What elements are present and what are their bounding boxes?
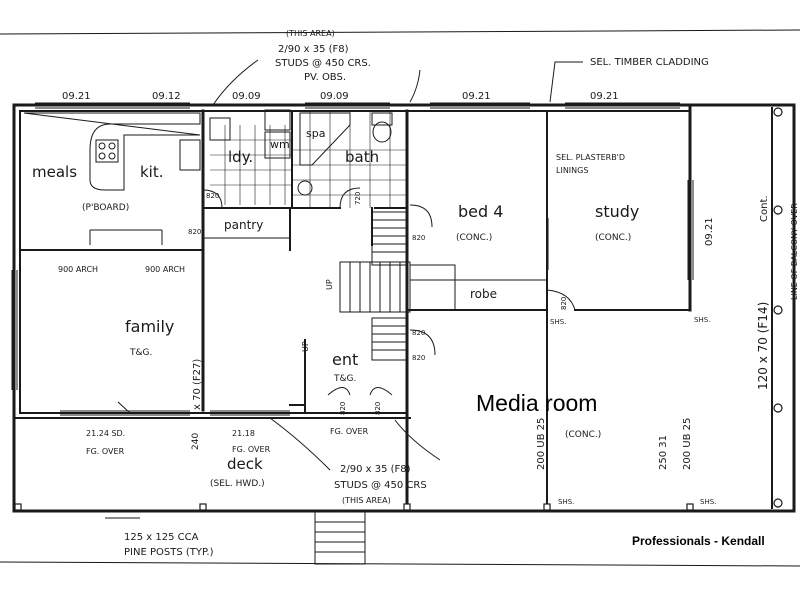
dim-fg2: FG. OVER	[232, 445, 271, 454]
dim-w2: 09.12	[152, 91, 181, 102]
note-bottom-crs: STUDS @ 450 CRS	[334, 480, 427, 491]
label-garage-floor: (CONC.)	[565, 430, 601, 440]
bathroom-tiles	[292, 111, 407, 208]
note-posts-2: PINE POSTS (TYP.)	[124, 547, 214, 558]
dim-d18: 21.18	[232, 429, 255, 438]
interior-walls	[19, 109, 691, 510]
outer-walls	[12, 103, 796, 513]
laundry-tiles	[210, 125, 292, 205]
note-bottom-studs: 2/90 x 35 (F8)	[340, 464, 411, 475]
dim-shs2: SHS.	[694, 316, 710, 324]
paper-edges	[0, 29, 800, 567]
dim-arch1: 900 ARCH	[58, 265, 98, 274]
note-lining-1: SEL. PLASTERB'D	[556, 153, 625, 162]
door-swings	[202, 187, 576, 396]
dim-s3: 720	[354, 192, 362, 205]
dim-w5: 09.21	[462, 91, 491, 102]
dim-fg3: FG. OVER	[330, 427, 369, 436]
dim-w6: 09.21	[590, 91, 619, 102]
dim-s9: 820	[374, 402, 382, 415]
note-top-area: (THIS AREA)	[286, 29, 335, 38]
label-study: study	[595, 202, 639, 221]
dim-balcony: LINE OF BALCONY OVER	[790, 203, 799, 300]
dimension-labels: 09.21 09.12 09.09 09.09 09.21 09.21 09.2…	[58, 91, 799, 506]
dim-beam1: x 70 (F27)	[192, 359, 203, 410]
leader-lines	[105, 59, 583, 519]
dim-fg1: FG. OVER	[86, 447, 125, 456]
dim-240: 240	[191, 433, 201, 450]
dim-right: 09.21	[704, 217, 715, 246]
dim-s6: 820	[412, 354, 425, 362]
label-spa: spa	[306, 127, 325, 140]
construction-notes: (THIS AREA) 2/90 x 35 (F8) STUDS @ 450 C…	[124, 29, 709, 558]
note-top-obs: PV. OBS.	[304, 72, 346, 83]
label-kit: kit.	[140, 163, 164, 181]
dim-w4: 09.09	[320, 91, 349, 102]
dim-w3: 09.09	[232, 91, 261, 102]
dim-up1: UP	[325, 279, 334, 290]
dim-shs3: SHS.	[558, 498, 574, 506]
label-bed4-floor: (CONC.)	[456, 233, 492, 243]
dim-beam3: 200 UB 25	[682, 418, 693, 470]
label-family-floor: T&G.	[129, 348, 152, 358]
label-ent-floor: T&G.	[333, 374, 356, 384]
label-bath: bath	[345, 148, 379, 166]
label-deck: deck	[227, 455, 263, 473]
label-kit-floor: (P'BOARD)	[82, 203, 129, 213]
dim-side-beam: 120 x 70 (F14)	[756, 302, 770, 390]
dim-up2: UP	[301, 341, 310, 352]
dim-s4: 820	[412, 234, 425, 242]
dim-shs4: SHS.	[700, 498, 716, 506]
stairs	[314, 211, 411, 565]
dim-w1: 09.21	[62, 91, 91, 102]
agency-watermark: Professionals - Kendall	[632, 534, 765, 548]
label-pantry: pantry	[224, 218, 263, 232]
dim-shs1: SHS.	[550, 318, 566, 326]
label-study-floor: (CONC.)	[595, 233, 631, 243]
note-lining-2: LININGS	[556, 166, 588, 175]
dim-s1: 820	[206, 192, 219, 200]
dim-arch2: 900 ARCH	[145, 265, 185, 274]
note-bottom-area: (THIS AREA)	[342, 496, 391, 505]
note-cladding: SEL. TIMBER CLADDING	[590, 57, 709, 68]
windows	[11, 102, 694, 416]
label-ent: ent	[332, 350, 358, 369]
dim-beam2: 200 UB 25	[536, 418, 547, 470]
label-wm: wm	[270, 138, 290, 151]
verandah-posts	[14, 107, 783, 511]
dim-beam-red: 250 31	[658, 435, 669, 470]
note-top-studs: 2/90 x 35 (F8)	[278, 44, 349, 55]
label-bed4: bed 4	[458, 202, 503, 221]
dim-s7: 820	[560, 297, 568, 310]
dim-cont: Cont.	[759, 195, 770, 222]
fixtures	[23, 109, 393, 245]
dim-s5: 820	[412, 329, 425, 337]
label-deck-floor: (SEL. HWD.)	[210, 479, 265, 489]
dim-s2: 820	[188, 228, 201, 236]
media-room-label: Media room	[476, 390, 598, 416]
dim-s8: 820	[339, 402, 347, 415]
note-top-crs: STUDS @ 450 CRS.	[275, 58, 371, 69]
label-robe: robe	[470, 287, 497, 301]
dim-sd: 21.24 SD.	[86, 429, 125, 438]
label-meals: meals	[32, 163, 77, 181]
label-family: family	[125, 317, 174, 336]
note-posts-1: 125 x 125 CCA	[124, 532, 199, 543]
label-ldy: ldy.	[228, 148, 253, 166]
room-labels: meals kit. (P'BOARD) ldy. wm spa bath pa…	[32, 127, 639, 489]
